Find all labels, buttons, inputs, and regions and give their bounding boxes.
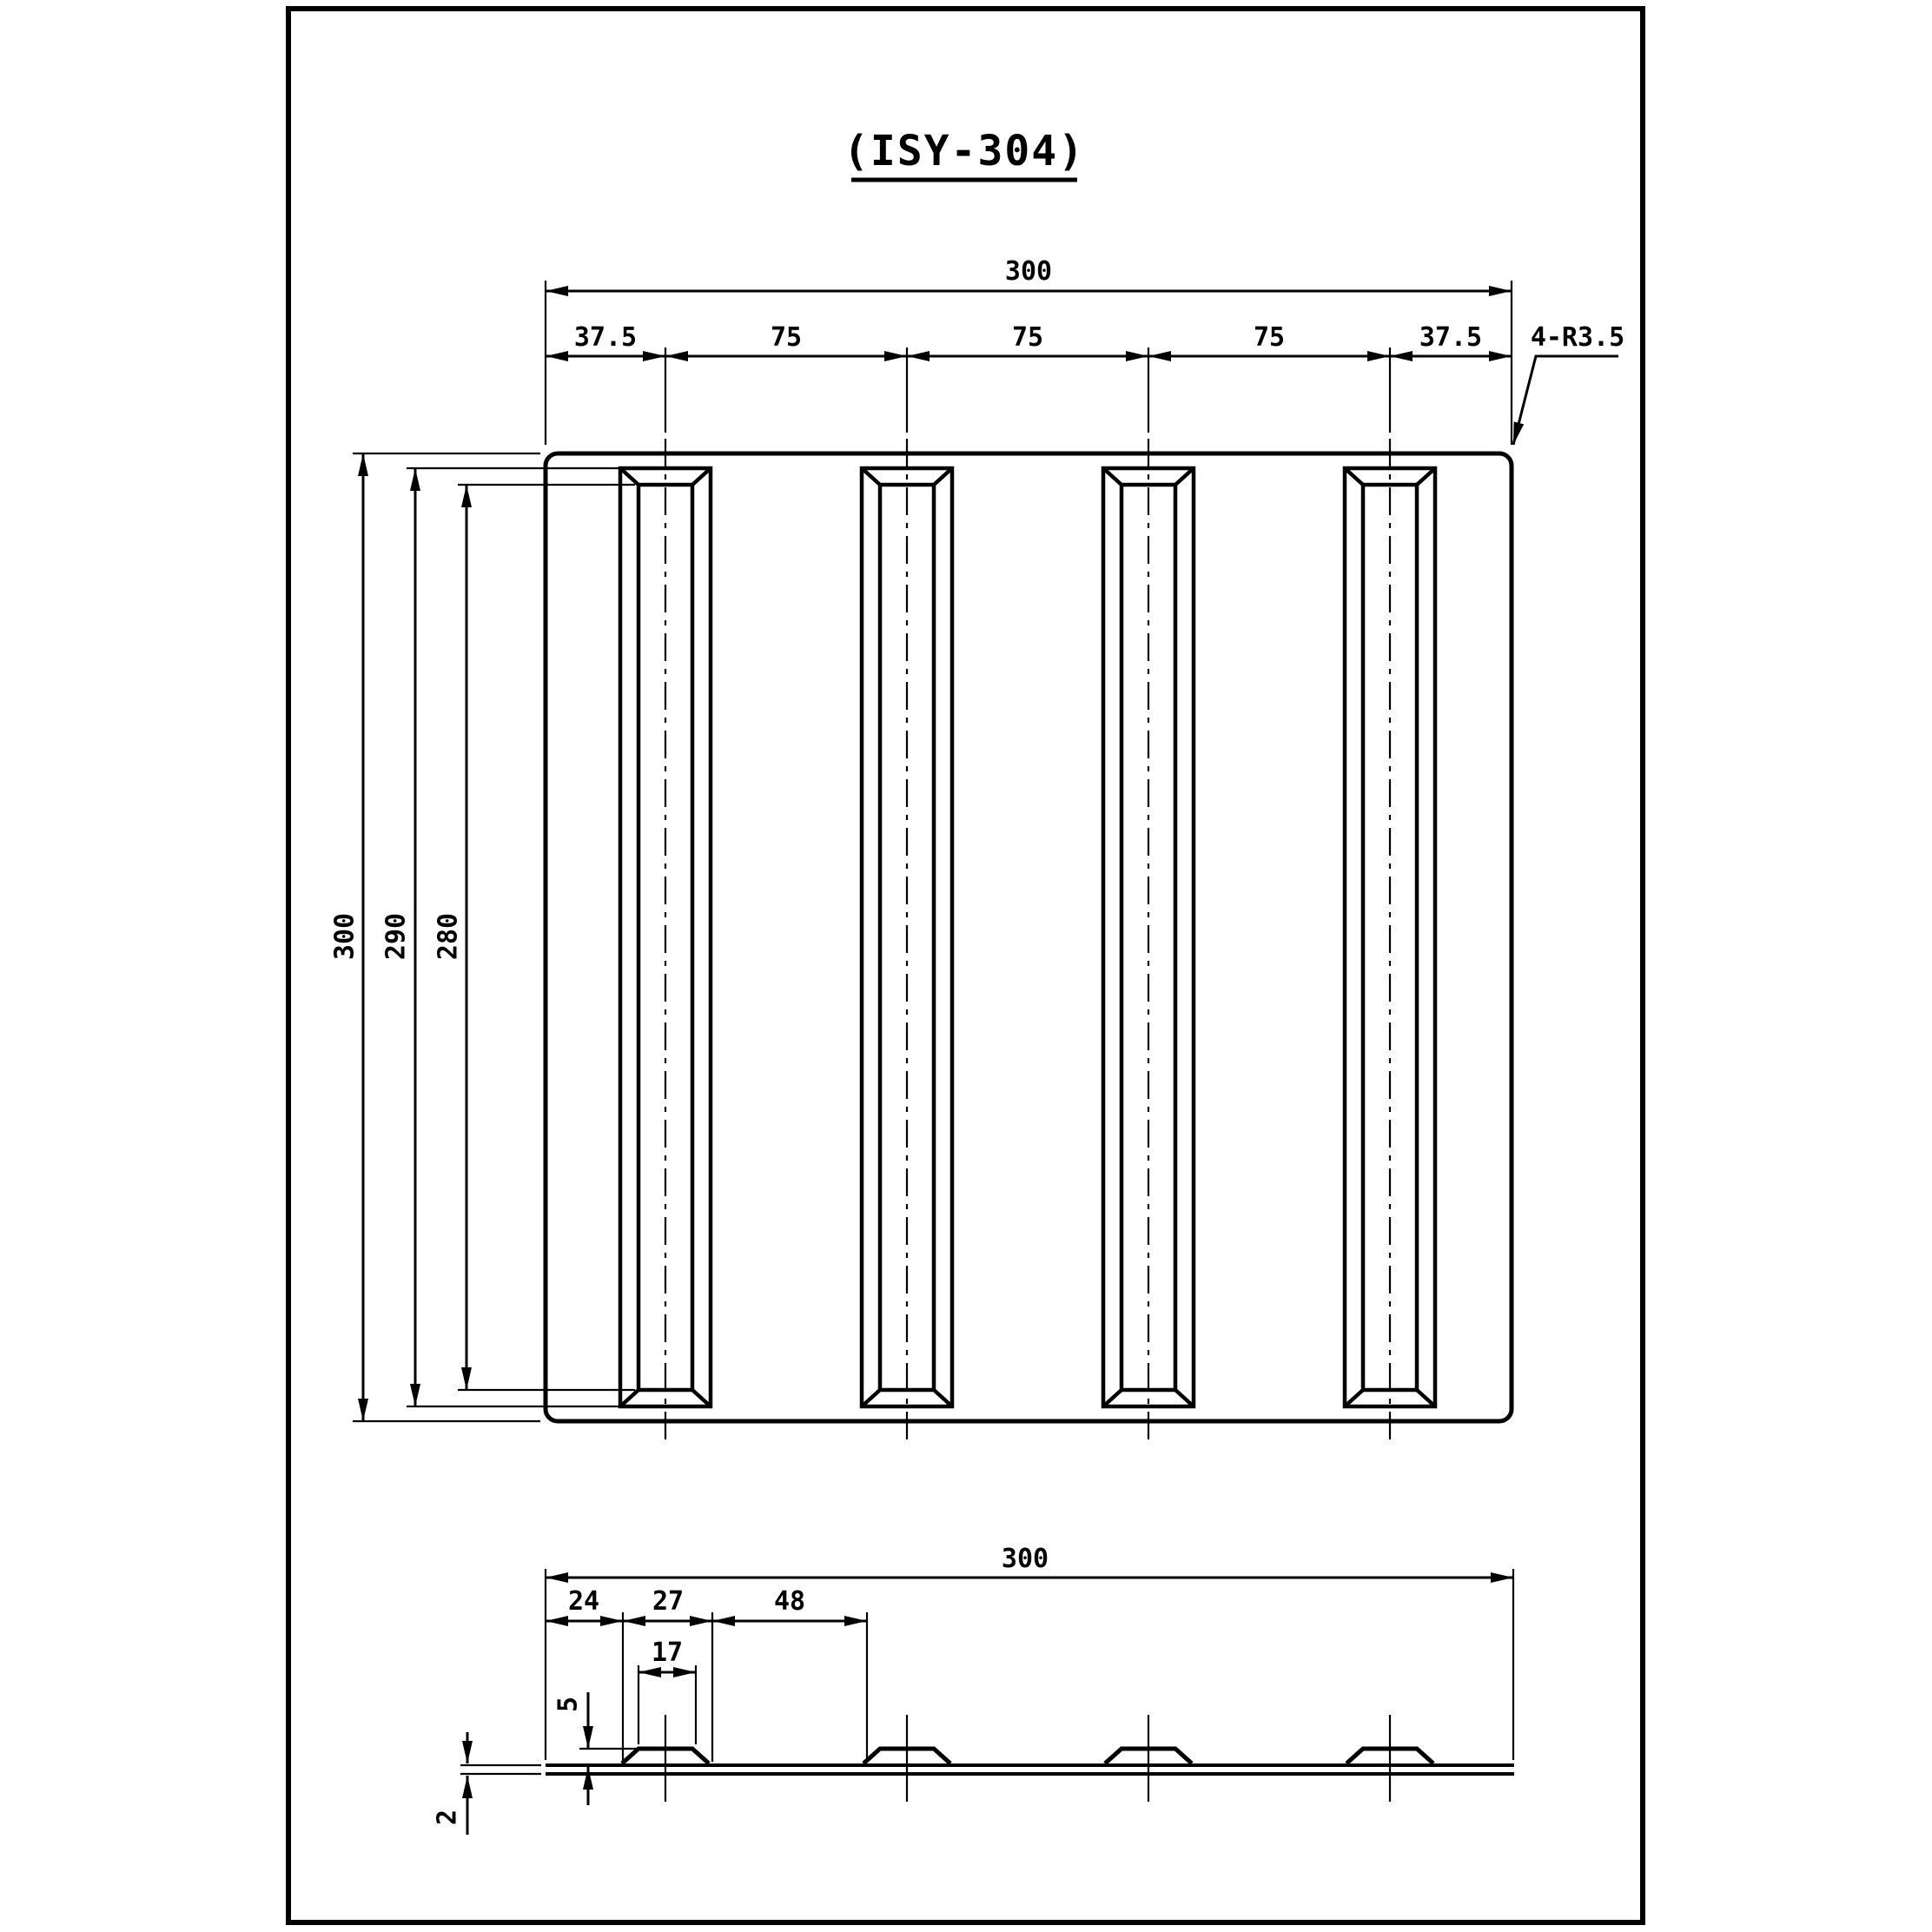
rib-4 <box>1342 439 1438 1439</box>
section-view: 300 24 27 48 17 5 2 <box>433 1544 1515 1835</box>
dim-text: 37.5 <box>1419 322 1482 353</box>
rib-3 <box>1101 439 1196 1439</box>
dim-text: 37.5 <box>574 322 637 353</box>
corner-radius-callout: 4-R3.5 <box>1512 322 1624 446</box>
top-view: 300 37.5 75 75 75 37.5 4-R3.5 <box>330 256 1624 1439</box>
dim-top-overall-height: 300 <box>330 453 368 1421</box>
dim-text: 24 <box>568 1586 599 1617</box>
rib-1 <box>618 439 713 1439</box>
dim-rib-inner-length: 280 <box>433 485 472 1390</box>
dim-text: 75 <box>771 322 802 353</box>
dim-rib-height: 5 <box>553 1692 593 1805</box>
dim-text: 280 <box>433 913 464 960</box>
dim-top-chain: 37.5 75 75 75 37.5 <box>546 322 1512 361</box>
rib-outer-rect <box>1342 466 1438 1409</box>
dim-text: 300 <box>330 913 361 960</box>
dim-text: 290 <box>381 913 412 960</box>
dim-text: 300 <box>1005 256 1052 287</box>
rib-outer-rect <box>618 466 713 1409</box>
dim-text: 4-R3.5 <box>1531 322 1624 353</box>
rib-outer-rect <box>859 466 955 1409</box>
dim-text: 75 <box>1254 322 1285 353</box>
dim-text: 5 <box>553 1697 584 1712</box>
dim-rib-outer-length: 290 <box>381 468 420 1406</box>
rib-outer-rect <box>1101 466 1196 1409</box>
dim-text: 48 <box>774 1586 805 1617</box>
drawing-title-block: (ISY-304) <box>844 127 1085 182</box>
dim-top-overall-width: 300 <box>546 256 1512 296</box>
dim-text: 27 <box>652 1586 684 1617</box>
dim-text: 17 <box>652 1638 683 1668</box>
dim-section-chain: 24 27 48 <box>546 1586 867 1626</box>
dim-text: 300 <box>1002 1544 1049 1574</box>
leader-line <box>1512 354 1618 446</box>
dim-text: 75 <box>1012 322 1043 353</box>
page-title: (ISY-304) <box>844 127 1085 175</box>
dim-section-overall-width: 300 <box>546 1544 1513 1583</box>
rib-2 <box>859 439 955 1439</box>
sheet-border <box>286 6 1645 1925</box>
dim-text: 2 <box>433 1810 463 1825</box>
dim-rib-top-width: 17 <box>638 1638 696 1677</box>
plate-outline <box>543 451 1514 1424</box>
dim-plate-thickness: 2 <box>433 1732 473 1835</box>
